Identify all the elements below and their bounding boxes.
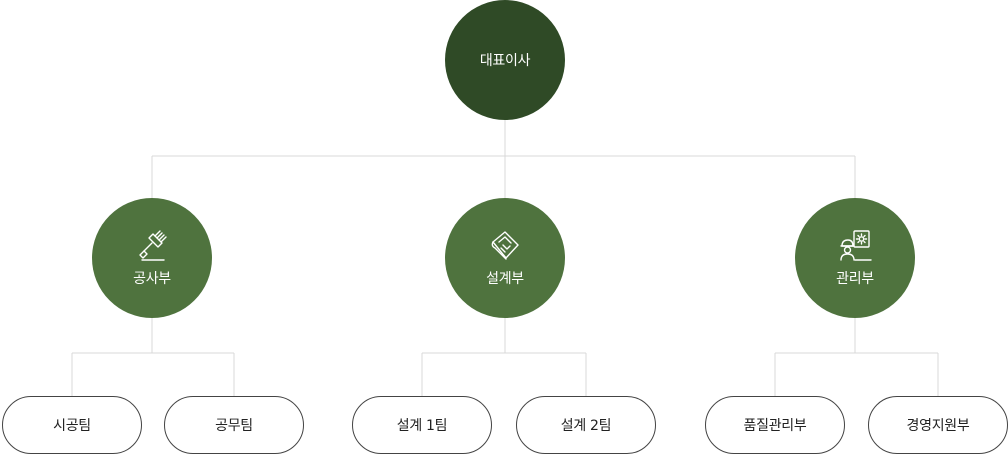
team-node-design-1: 설계 1팀 — [352, 396, 492, 454]
dept-node-construction: 공사부 — [92, 198, 212, 318]
team-node-management-1: 품질관리부 — [705, 396, 845, 454]
dept-label-management: 관리부 — [836, 271, 874, 287]
paint-roller-icon — [139, 230, 167, 261]
dept-node-design: 설계부 — [445, 198, 565, 318]
team-node-design-2: 설계 2팀 — [516, 396, 656, 454]
blueprint-icon — [491, 231, 519, 260]
ceo-node: 대표이사 — [445, 0, 565, 120]
team-node-construction-2: 공무팀 — [164, 396, 304, 454]
ceo-label: 대표이사 — [479, 53, 531, 69]
team-node-management-2: 경영지원부 — [868, 396, 1008, 454]
engineer-gear-icon — [840, 230, 872, 261]
dept-node-management: 관리부 — [795, 198, 915, 318]
dept-label-design: 설계부 — [486, 271, 524, 287]
team-node-construction-1: 시공팀 — [2, 396, 142, 454]
dept-label-construction: 공사부 — [133, 271, 171, 287]
